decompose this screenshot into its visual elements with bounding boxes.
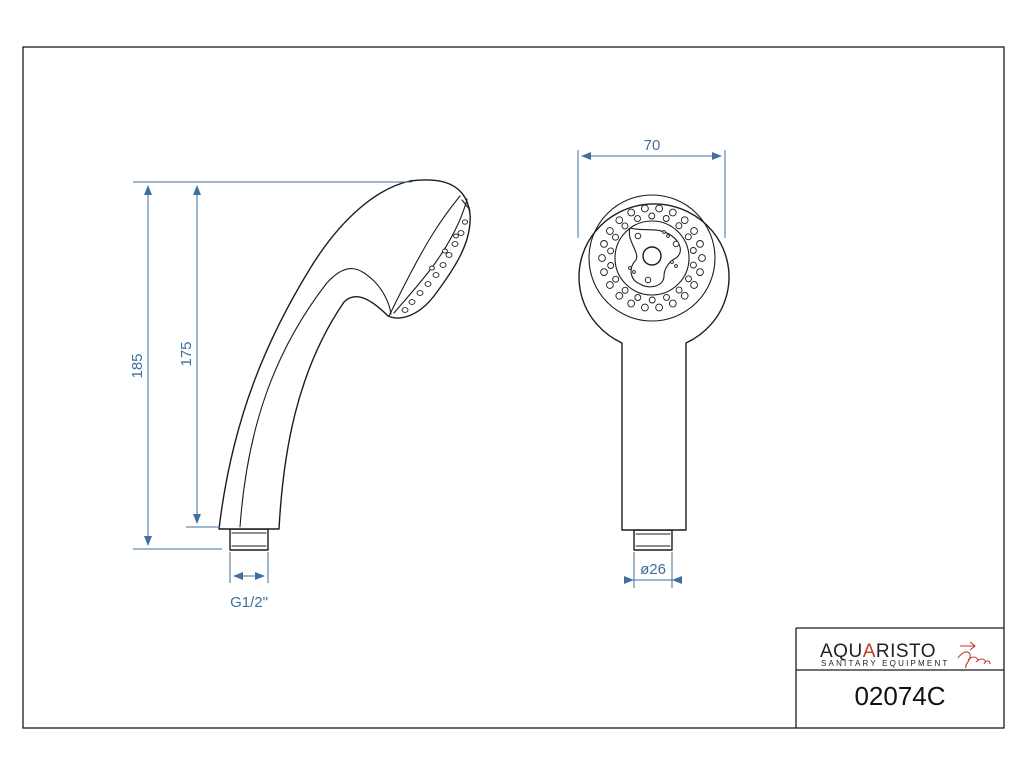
drawing-border	[22, 46, 1005, 729]
nozzle	[690, 227, 698, 235]
nozzle	[684, 233, 692, 241]
nozzle	[621, 286, 629, 294]
brand-name-accent: A	[863, 641, 876, 662]
front-view-mode-dots	[628, 230, 680, 284]
front-view-center-knob	[642, 246, 662, 266]
nozzle	[648, 296, 656, 304]
nozzle	[598, 254, 606, 262]
nozzle	[627, 299, 636, 308]
side-view-inner-contour	[239, 268, 392, 528]
brand-arrow-icon	[960, 641, 976, 651]
side-view-connector	[229, 528, 269, 551]
nozzle	[615, 216, 624, 225]
side-view-head-face	[388, 195, 461, 317]
front-view-head-inner-ring	[614, 220, 690, 296]
front-view	[578, 194, 730, 551]
nozzle	[662, 215, 670, 222]
brand-logo: AQUARISTO SANITARY EQUIPMENT	[820, 641, 991, 669]
nozzle	[696, 240, 704, 248]
side-view-handle	[218, 179, 471, 530]
dimension-label-70: 70	[644, 137, 661, 154]
nozzle	[689, 247, 697, 254]
nozzle	[607, 247, 615, 255]
nozzle	[615, 291, 624, 300]
dimension-70: 70	[577, 137, 726, 238]
nozzle	[648, 212, 656, 220]
dimension-26: ø26	[624, 552, 682, 588]
nozzle	[655, 204, 663, 213]
nozzle	[621, 222, 629, 230]
script-style-mark	[957, 651, 991, 669]
dimension-185: 185	[129, 181, 412, 550]
dimension-label-175: 175	[178, 341, 195, 366]
front-view-nozzles	[598, 204, 706, 312]
side-view	[218, 179, 471, 551]
product-code: 02074C	[854, 681, 945, 711]
side-view-nozzles	[401, 219, 469, 313]
nozzle	[675, 286, 683, 294]
front-view-connector	[633, 529, 673, 551]
front-view-head-outer-ring	[588, 194, 716, 322]
brand-name-prefix: AQU	[820, 641, 863, 662]
nozzle	[698, 254, 706, 262]
side-view-spray-plate	[393, 198, 468, 314]
nozzle	[663, 293, 670, 301]
nozzle	[607, 262, 615, 269]
nozzle	[680, 216, 689, 225]
brand-tagline: SANITARY EQUIPMENT	[821, 659, 950, 668]
brand-name-suffix: RISTO	[876, 641, 936, 662]
nozzle	[685, 275, 692, 283]
svg-text:AQUARISTO: AQUARISTO	[820, 641, 936, 662]
nozzle	[641, 303, 649, 312]
nozzle	[675, 222, 683, 230]
nozzle	[680, 291, 689, 300]
dimension-g12: G1/2"	[229, 552, 269, 611]
nozzle	[696, 268, 704, 276]
dimension-label-thread: G1/2"	[230, 594, 268, 611]
nozzle	[606, 281, 614, 289]
title-block: AQUARISTO SANITARY EQUIPMENT 02074C	[795, 627, 1004, 728]
nozzle	[690, 281, 698, 289]
dimension-175: 175	[178, 185, 218, 528]
nozzle	[600, 240, 608, 248]
nozzle	[606, 227, 614, 235]
nozzle	[612, 275, 620, 283]
nozzle	[612, 233, 619, 241]
nozzle	[689, 261, 697, 269]
nozzle	[655, 303, 663, 312]
nozzle	[634, 215, 641, 223]
nozzle	[668, 299, 677, 308]
nozzle	[627, 208, 636, 217]
dimension-label-185: 185	[129, 353, 146, 378]
nozzle	[634, 294, 642, 301]
front-view-mode-selector	[628, 227, 681, 288]
dimension-label-26: ø26	[640, 561, 666, 578]
nozzle	[668, 208, 677, 217]
nozzle	[600, 268, 608, 276]
nozzle	[641, 204, 649, 213]
